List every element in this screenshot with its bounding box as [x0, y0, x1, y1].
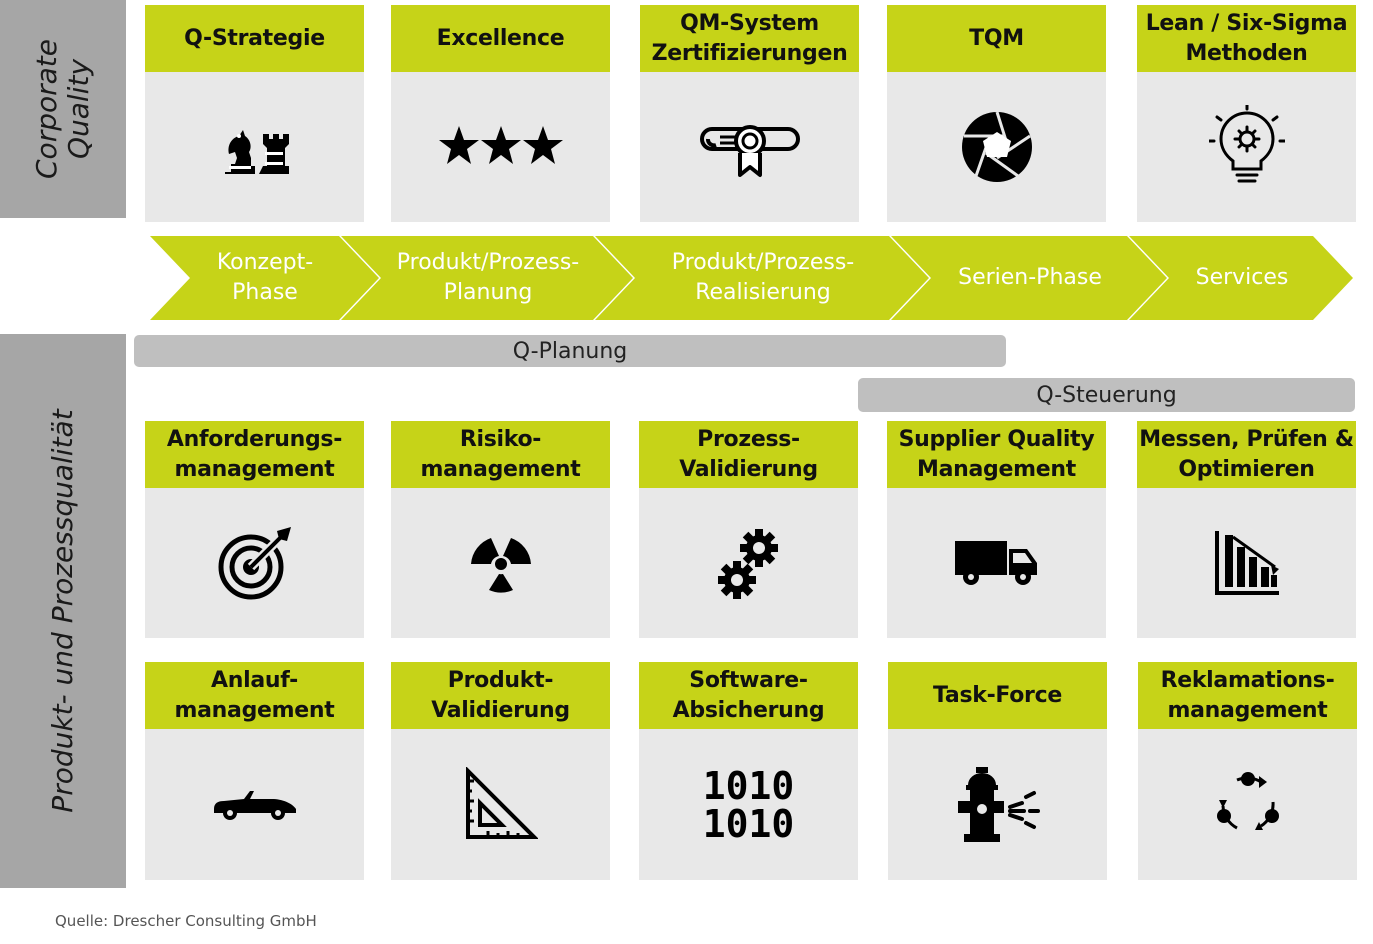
phase-label-serien: Serien-Phase: [958, 265, 1102, 290]
target-icon: [145, 488, 364, 638]
chevron-services: [1129, 236, 1353, 320]
q-planung-bar: Q-Planung: [134, 335, 1006, 367]
binary-line-1: 1010: [702, 763, 795, 808]
cycle-icon: [1138, 729, 1357, 880]
chevron-produkt-realisierung: [595, 236, 929, 320]
card-title: Anforderungs-management: [145, 421, 364, 488]
car-icon: [145, 729, 364, 880]
phase-label-services: Services: [1195, 265, 1289, 290]
sidebar-produkt-label: Produkt- und Prozessqualität: [46, 409, 79, 813]
q-steuerung-bar: Q-Steuerung: [858, 378, 1355, 412]
lightbulb-gear-icon: [1137, 72, 1356, 222]
three-stars-icon: [391, 72, 610, 222]
card-q-strategie: Q-Strategie: [145, 5, 364, 222]
card-title: Produkt-Validierung: [391, 662, 610, 729]
card-anlaufmanagement: Anlauf-management: [145, 662, 364, 880]
card-prozess-validierung: Prozess-Validierung: [639, 421, 858, 638]
certificate-icon: [640, 72, 859, 222]
card-title: Reklamations-management: [1138, 662, 1357, 729]
card-risikomanagement: Risiko-management: [391, 421, 610, 638]
radiation-icon: [391, 488, 610, 638]
card-title: Q-Strategie: [145, 5, 364, 72]
card-title: Excellence: [391, 5, 610, 72]
binary-line-2: 1010: [702, 801, 795, 846]
card-title: Risiko-management: [391, 421, 610, 488]
card-software-absicherung: Software-Absicherung 1010 1010: [639, 662, 858, 880]
card-anforderungsmanagement: Anforderungs-management: [145, 421, 364, 638]
gears-icon: [639, 488, 858, 638]
card-title: Prozess-Validierung: [639, 421, 858, 488]
chess-icon: [145, 72, 364, 222]
phase-label-konzept: Konzept-Phase: [216, 250, 314, 305]
phase-label-planung: Produkt/Prozess-Planung: [396, 250, 580, 305]
aperture-icon: [887, 72, 1106, 222]
hydrant-icon: [888, 729, 1107, 880]
sidebar-produkt-prozessqualitaet: Produkt- und Prozessqualität: [0, 334, 126, 888]
card-title: Anlauf-management: [145, 662, 364, 729]
chevron-produkt-planung: [341, 236, 633, 320]
sidebar-corporate-quality: Corporate Quality: [0, 0, 126, 218]
process-chevrons: [150, 236, 1353, 320]
chevron-serien-phase: [891, 236, 1167, 320]
card-produkt-validierung: Produkt-Validierung: [391, 662, 610, 880]
card-title: Task-Force: [888, 662, 1107, 729]
card-reklamationsmanagement: Reklamations-management: [1138, 662, 1357, 880]
card-excellence: Excellence: [391, 5, 610, 222]
card-task-force: Task-Force: [888, 662, 1107, 880]
source-note: Quelle: Drescher Consulting GmbH: [55, 912, 317, 930]
truck-icon: [887, 488, 1106, 638]
card-messen-pruefen: Messen, Prüfen &Optimieren: [1137, 421, 1356, 638]
chevron-konzept-phase: [150, 236, 379, 320]
card-title: TQM: [887, 5, 1106, 72]
set-square-icon: [391, 729, 610, 880]
card-title: Messen, Prüfen &Optimieren: [1137, 421, 1356, 488]
phase-label-realisierung: Produkt/Prozess-Realisierung: [671, 250, 855, 305]
card-tqm: TQM: [887, 5, 1106, 222]
bar-chart-icon: [1137, 488, 1356, 638]
binary-icon: 1010 1010: [639, 729, 858, 880]
card-title: Software-Absicherung: [639, 662, 858, 729]
